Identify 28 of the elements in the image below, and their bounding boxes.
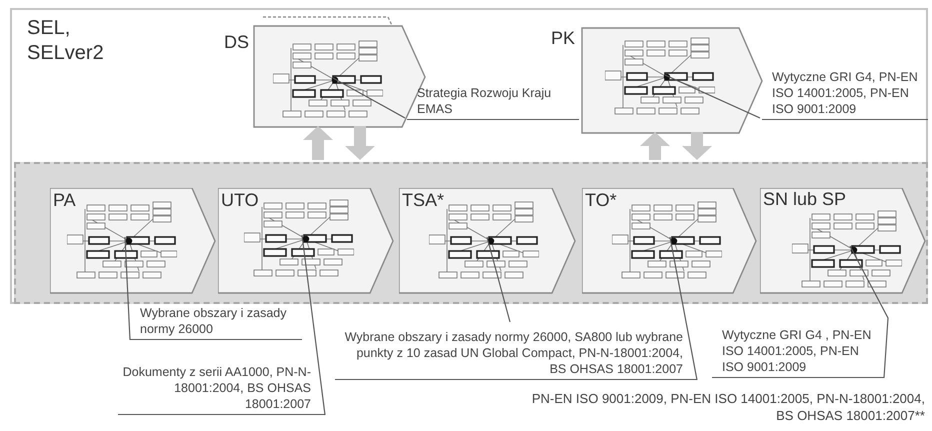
block-arrow — [345, 126, 375, 160]
leader-line — [669, 236, 698, 380]
block-arrow — [682, 132, 712, 160]
underlined-note: Dokumenty z serii AA1000, PN-N-18001:2004, BS OHSAS 18001:2007 — [118, 350, 325, 415]
leader-line — [332, 78, 406, 118]
underlined-note: Wybrane obszary i zasady normy 26000, SA800 lub wybrane punkty z 10 zasad UN Global Compact, PN-N-18001:2004, BS OHSAS 18001:2007 — [335, 322, 697, 380]
leader-line — [301, 234, 326, 416]
dashed-band — [14, 162, 928, 304]
underlined-note: Wytyczne GRI G4, PN-EN ISO 14001:2005, PN-EN ISO 9001:2009 — [762, 58, 928, 120]
node-label: PA — [53, 190, 76, 210]
underlined-note: Wybrane obszary i zasady normy 26000 — [130, 306, 302, 340]
node-label: TSA* — [402, 190, 444, 210]
leader-line — [124, 236, 131, 340]
block-arrow — [303, 126, 333, 160]
node-label: DS — [224, 32, 250, 52]
underlined-note: Wytyczne GRI G4 , PN-EN ISO 14001:2005, PN-EN ISO 9001:2009 — [712, 325, 884, 378]
node-label: SN lub SP — [763, 189, 846, 209]
leader-line — [664, 74, 760, 118]
frame-title: SEL, SELver2 — [27, 16, 105, 66]
leader-line — [850, 246, 889, 378]
note-text: PN-EN ISO 9001:2009, PN-EN ISO 14001:2005, PN-N-18001:2004, BS OHSAS 18001:2007** — [530, 390, 925, 424]
block-arrow — [640, 132, 670, 160]
node-label: PK — [551, 28, 576, 48]
outer-frame — [10, 8, 928, 304]
node-label: TO* — [585, 190, 617, 210]
leader-line — [486, 236, 511, 322]
node-label: UTO — [221, 190, 259, 210]
underlined-note: Strategia Rozwoju Kraju EMAS — [407, 74, 579, 120]
